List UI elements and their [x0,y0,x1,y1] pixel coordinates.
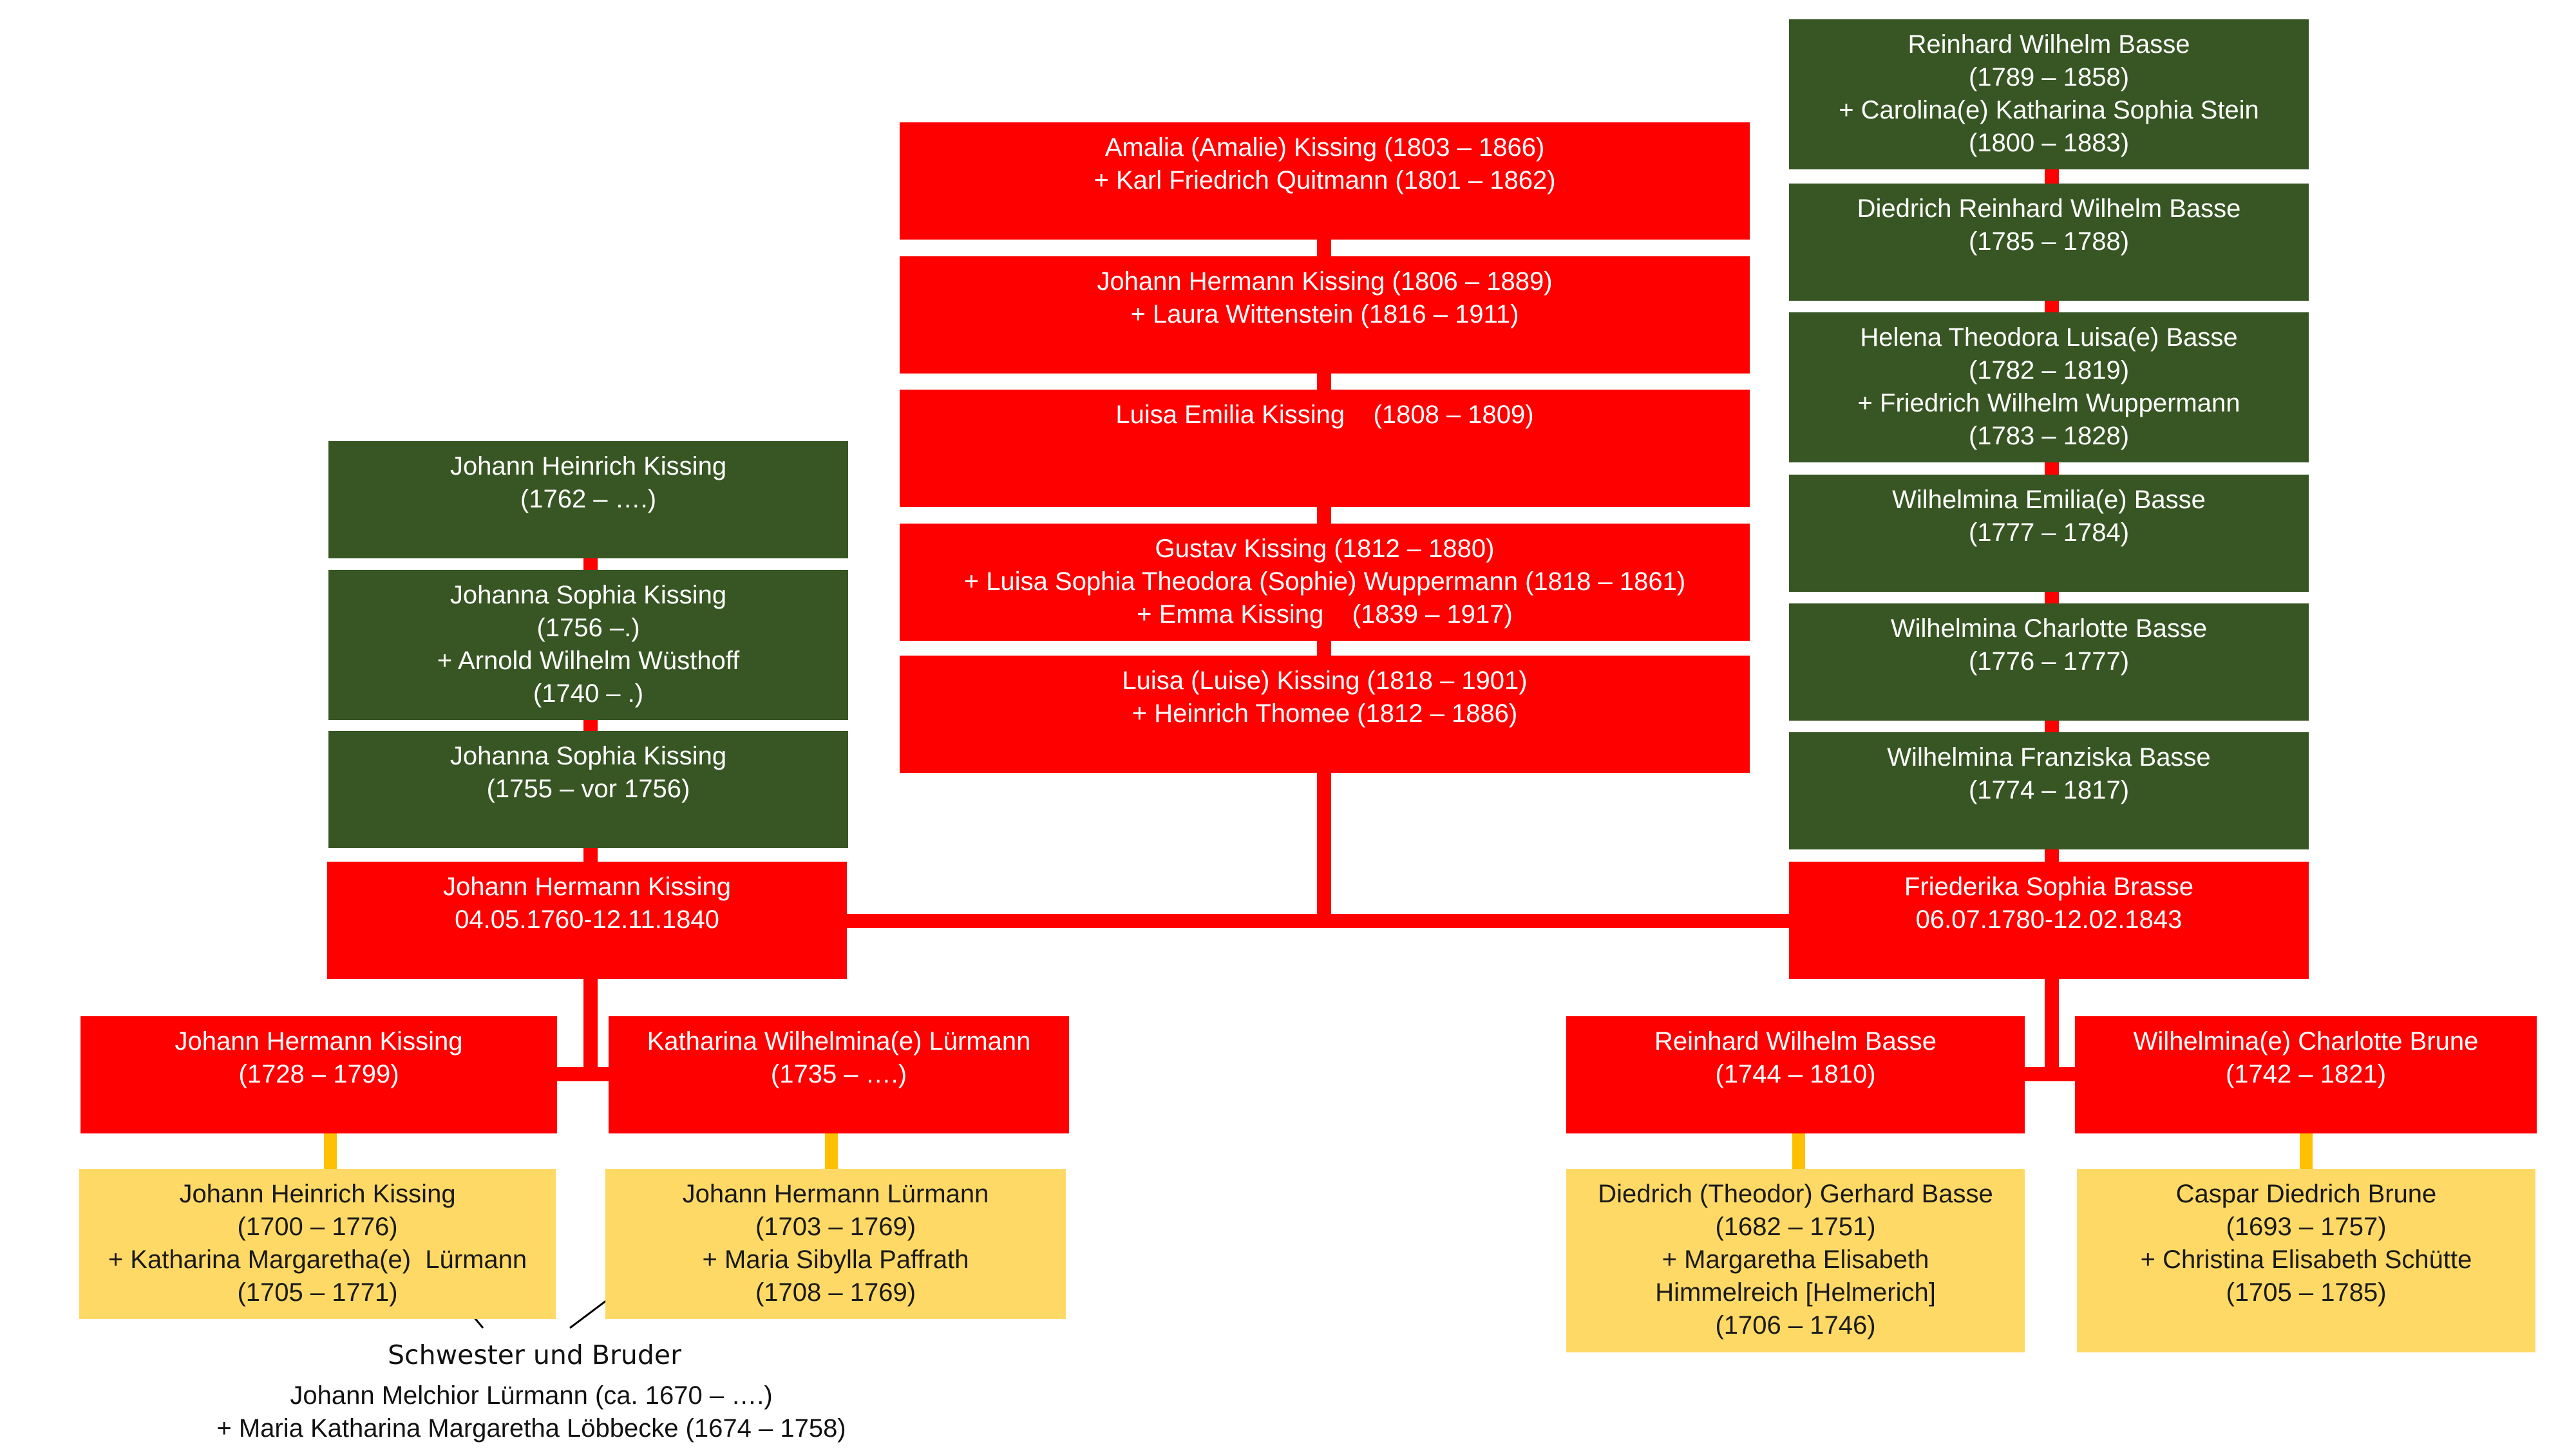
child-gustav-line-1: Gustav Kissing (1812 – 1880) [1155,535,1495,563]
grandparent-3-line-1: Diedrich (Theodor) Gerhard Basse [1598,1180,1993,1208]
left-sibling-2-line-3: + Arnold Wilhelm Wüsthoff [437,647,740,675]
right-sibling-1-line-1: Reinhard Wilhelm Basse [1908,30,2190,59]
left-sibling-3-line-1: Johanna Sophia Kissing [450,742,727,770]
grandparent-4-line-1: Caspar Diedrich Brune [2175,1180,2437,1208]
grandparent-2-line-4: (1708 – 1769) [755,1278,916,1307]
parent-2-line-1: Katharina Wilhelmina(e) Lürmann [647,1027,1031,1056]
grandparent-1-line-2: (1700 – 1776) [237,1213,398,1241]
grandparent-1-line-4: (1705 – 1771) [237,1278,398,1307]
right-sibling-1-line-2: (1789 – 1858) [1968,63,2130,91]
right-sibling-box-wilhelmina-emilia: Wilhelmina Emilia(e) Basse (1777 – 1784) [1789,475,2309,592]
grandparent-box-caspar-diedrich-brune: Caspar Diedrich Brune (1693 – 1757) + Ch… [2077,1169,2535,1352]
child-amalia-line-1: Amalia (Amalie) Kissing (1803 – 1866) [1104,133,1545,162]
husband-name: Johann Hermann Kissing [443,873,731,901]
husband-dates: 04.05.1760-12.11.1840 [455,905,719,934]
left-sibling-box-johann-heinrich: Johann Heinrich Kissing (1762 – ….) [328,441,848,558]
grandparent-3-line-4: Himmelreich [Helmerich] [1655,1278,1936,1307]
left-sibling-3-line-2: (1755 – vor 1756) [486,775,690,803]
parent-4-line-2: (1742 – 1821) [2225,1060,2387,1088]
left-sibling-2-line-1: Johanna Sophia Kissing [450,581,727,609]
parent-box-reinhard-wilhelm-basse: Reinhard Wilhelm Basse (1744 – 1810) [1566,1016,2025,1133]
child-luisa-luise-line-1: Luisa (Luise) Kissing (1818 – 1901) [1122,667,1528,695]
left-sibling-box-johanna-sophia-1755: Johanna Sophia Kissing (1755 – vor 1756) [328,731,848,848]
right-sibling-3-line-1: Helena Theodora Luisa(e) Basse [1860,323,2238,352]
right-sibling-box-wilhelmina-franziska: Wilhelmina Franziska Basse (1774 – 1817) [1789,732,2309,849]
child-luisa-emilia-line-1: Luisa Emilia Kissing (1808 – 1809) [1115,401,1534,429]
right-sibling-1-line-3: + Carolina(e) Katharina Sophia Stein [1839,96,2259,124]
child-gustav-line-2: + Luisa Sophia Theodora (Sophie) Wupperm… [963,567,1686,596]
right-sibling-box-helena-theodora: Helena Theodora Luisa(e) Basse (1782 – 1… [1789,312,2309,462]
child-gustav-line-3: + Emma Kissing (1839 – 1917) [1137,600,1513,629]
grandparent-1-line-3: + Katharina Margaretha(e) Lürmann [108,1245,527,1274]
grandparent-4-line-2: (1693 – 1757) [2226,1213,2387,1241]
husband-box: Johann Hermann Kissing 04.05.1760-12.11.… [327,862,847,979]
child-amalia-line-2: + Karl Friedrich Quitmann (1801 – 1862) [1094,166,1556,194]
grandparent-2-line-2: (1703 – 1769) [755,1213,916,1241]
child-box-amalia: Amalia (Amalie) Kissing (1803 – 1866) + … [900,122,1750,240]
grandparent-2-line-3: + Maria Sibylla Paffrath [702,1245,969,1274]
parent-box-johann-hermann-kissing: Johann Hermann Kissing (1728 – 1799) [80,1016,557,1133]
grandparent-box-johann-heinrich-kissing: Johann Heinrich Kissing (1700 – 1776) + … [79,1169,556,1319]
child-box-johann-hermann: Johann Hermann Kissing (1806 – 1889) + L… [900,256,1750,374]
grandparent-4-line-3: + Christina Elisabeth Schütte [2140,1245,2472,1274]
left-sibling-2-line-2: (1756 –.) [536,614,640,642]
left-sibling-2-line-4: (1740 – .) [533,679,644,708]
right-sibling-box-diedrich-reinhard: Diedrich Reinhard Wilhelm Basse (1785 – … [1789,184,2309,301]
grandparent-box-johann-hermann-luermann: Johann Hermann Lürmann (1703 – 1769) + M… [605,1169,1066,1319]
parent-2-line-2: (1735 – ….) [770,1060,907,1088]
parent-4-line-1: Wilhelmina(e) Charlotte Brune [2133,1027,2479,1056]
parent-3-line-2: (1744 – 1810) [1715,1060,1876,1088]
right-sibling-5-line-2: (1776 – 1777) [1968,647,2130,676]
right-sibling-6-line-1: Wilhelmina Franziska Basse [1887,743,2211,772]
child-johann-hermann-line-1: Johann Hermann Kissing (1806 – 1889) [1097,267,1553,296]
siblings-note-text: Schwester und Bruder [388,1340,681,1370]
common-ancestor-note: Johann Melchior Lürmann (ca. 1670 – ….) … [206,1379,857,1445]
right-sibling-3-line-4: (1783 – 1828) [1968,422,2130,450]
right-sibling-4-line-1: Wilhelmina Emilia(e) Basse [1892,486,2206,514]
right-sibling-1-line-4: (1800 – 1883) [1968,129,2130,157]
right-sibling-2-line-1: Diedrich Reinhard Wilhelm Basse [1857,194,2241,223]
right-sibling-box-reinhard-wilhelm: Reinhard Wilhelm Basse (1789 – 1858) + C… [1789,19,2309,169]
grandparent-2-line-1: Johann Hermann Lürmann [682,1180,989,1208]
parent-box-wilhelmina-charlotte-brune: Wilhelmina(e) Charlotte Brune (1742 – 18… [2075,1016,2537,1133]
common-ancestor-line-2: + Maria Katharina Margaretha Löbbecke (1… [216,1414,846,1443]
right-sibling-box-wilhelmina-charlotte: Wilhelmina Charlotte Basse (1776 – 1777) [1789,603,2309,721]
left-sibling-box-johanna-sophia-1756: Johanna Sophia Kissing (1756 –.) + Arnol… [328,570,848,720]
siblings-note: Schwester und Bruder [374,1338,696,1372]
child-box-gustav: Gustav Kissing (1812 – 1880) + Luisa Sop… [900,524,1750,641]
left-sibling-1-line-1: Johann Heinrich Kissing [450,452,727,480]
right-sibling-2-line-2: (1785 – 1788) [1968,227,2130,256]
wife-name: Friederika Sophia Brasse [1904,873,2194,901]
grandparent-3-line-5: (1706 – 1746) [1715,1311,1876,1340]
child-johann-hermann-line-2: + Laura Wittenstein (1816 – 1911) [1130,300,1519,328]
common-ancestor-line-1: Johann Melchior Lürmann (ca. 1670 – ….) [290,1381,773,1410]
right-sibling-6-line-2: (1774 – 1817) [1968,776,2130,804]
grandparent-4-line-4: (1705 – 1785) [2226,1278,2387,1307]
parent-box-katharina-wilhelmina: Katharina Wilhelmina(e) Lürmann (1735 – … [609,1016,1069,1133]
grandparent-box-diedrich-gerhard-basse: Diedrich (Theodor) Gerhard Basse (1682 –… [1566,1169,2025,1352]
right-sibling-3-line-2: (1782 – 1819) [1968,356,2130,384]
right-sibling-5-line-1: Wilhelmina Charlotte Basse [1890,614,2208,643]
child-box-luisa-luise: Luisa (Luise) Kissing (1818 – 1901) + He… [900,656,1750,773]
parent-3-line-1: Reinhard Wilhelm Basse [1654,1027,1937,1056]
right-sibling-3-line-3: + Friedrich Wilhelm Wuppermann [1857,389,2240,417]
child-luisa-luise-line-2: + Heinrich Thomee (1812 – 1886) [1132,699,1518,728]
wife-dates: 06.07.1780-12.02.1843 [1915,905,2183,934]
wife-box: Friederika Sophia Brasse 06.07.1780-12.0… [1789,862,2309,979]
child-box-luisa-emilia: Luisa Emilia Kissing (1808 – 1809) [900,390,1750,507]
grandparent-3-line-3: + Margaretha Elisabeth [1662,1245,1929,1274]
grandparent-1-line-1: Johann Heinrich Kissing [179,1180,456,1208]
parent-1-line-1: Johann Hermann Kissing [175,1027,463,1056]
right-sibling-4-line-2: (1777 – 1784) [1968,518,2130,547]
grandparent-3-line-2: (1682 – 1751) [1715,1213,1876,1241]
left-sibling-1-line-2: (1762 – ….) [520,485,657,513]
parent-1-line-2: (1728 – 1799) [238,1060,399,1088]
